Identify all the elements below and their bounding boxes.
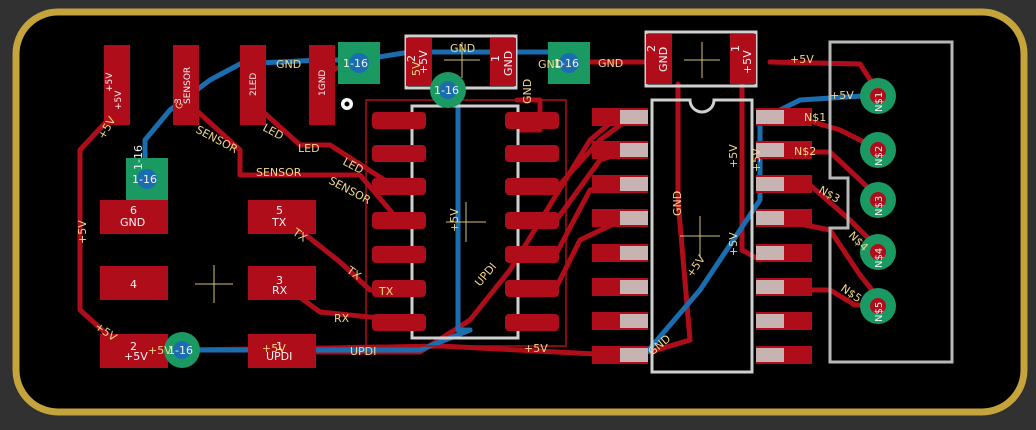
capacitor-pad-2 [646, 34, 672, 84]
pad-header-5 [248, 200, 316, 234]
pad-header-6 [100, 200, 168, 234]
regulator-pad-2-name: +5V [417, 50, 430, 74]
net-label-gnd-mid: GND [521, 79, 534, 104]
header-6-num: 6 [130, 204, 137, 217]
net-label-5v-mid: +5V [448, 208, 461, 232]
right-chip-outline [650, 98, 754, 374]
right-chip [592, 98, 812, 374]
header-5-num: 5 [276, 204, 283, 217]
header-3-name: RX [272, 284, 288, 297]
cap-pad-2-num: 2 [645, 45, 658, 52]
top-connector-pads [104, 45, 335, 125]
via-label-4: 1-16 [434, 84, 459, 97]
header-1-net: +5V [262, 342, 286, 355]
header-pin-4-label: N$4 [874, 248, 885, 268]
net-label-5v-bottom: +5V [524, 342, 548, 355]
via-label-5: 1-16 [168, 344, 193, 357]
capacitor [644, 30, 758, 88]
top-pad-sensor-label: SENSOR [183, 67, 193, 104]
net-label-gnd-reg: GND [450, 42, 475, 55]
header-pin-2-label: N$2 [874, 146, 885, 166]
via-label-3: 1-16 [132, 173, 157, 186]
regulator-pad-1-name: GND [502, 51, 515, 76]
net-label-n1: N$1 [804, 111, 826, 124]
regulator-pad-1-num: 1 [489, 55, 502, 62]
net-label-rx: RX [334, 312, 350, 325]
top-pad-gnd-label: 1GND [318, 70, 328, 96]
capacitor-pad-1 [730, 34, 756, 84]
net-label-sensor-2: SENSOR [256, 166, 302, 179]
net-label-updi-1: UPDI [350, 345, 376, 358]
cap-pad-2-name: GND [657, 47, 670, 72]
net-label-gnd-top: GND [276, 58, 301, 71]
net-label-5v-ic-2: +5V [727, 232, 740, 256]
pad-top-5v [104, 45, 130, 125]
header-3-num: 3 [276, 274, 283, 287]
via-label-7: 1-16 [132, 145, 145, 170]
net-label-5v-ic-right: +5V [750, 148, 763, 172]
via-label-2: 1-16 [554, 57, 579, 70]
pad-header-2 [100, 334, 168, 368]
pad-top-led [240, 45, 266, 125]
mid-chip [365, 99, 567, 347]
top-pad-g-label: G [174, 100, 186, 111]
header-1-num: 1 [276, 340, 283, 353]
net-label-5v-header: +5V [830, 89, 854, 102]
header-4-num: 4 [130, 278, 137, 291]
header-5-name: TX [271, 216, 287, 229]
net-label-5v-ic-1: +5V [727, 144, 740, 168]
trace-bottom-5v-right [637, 92, 881, 363]
pad-header-1 [248, 334, 316, 368]
net-label-n2: N$2 [794, 145, 816, 158]
net-label-gnd-via: GND [538, 58, 563, 71]
top-pad-5v-sub: +5V [105, 72, 115, 92]
top-pad-5v-label: +5V [114, 90, 124, 110]
regulator [404, 34, 518, 90]
mid-chip-courtyard [365, 99, 567, 347]
cap-pad-1-name: +5V [741, 50, 754, 74]
header-2-num: 2 [130, 340, 137, 353]
output-header-outline [828, 40, 954, 364]
pad-top-sensor [173, 45, 199, 125]
net-label-gnd-ic: GND [671, 191, 684, 216]
header-pin-3-label: N$3 [874, 196, 885, 216]
regulator-pad-1 [490, 38, 516, 86]
regulator-pad-2-num: 2 [405, 55, 418, 62]
net-label-5v-cap: +5V [790, 53, 814, 66]
trace-gnd-ic [647, 81, 693, 355]
net-label-gnd-cap: GND [598, 57, 623, 70]
top-pad-sensor-sub: 3 [174, 98, 184, 104]
net-label-led-2: LED [298, 142, 320, 155]
header-6-name: GND [120, 216, 145, 229]
via-label-1: 1-16 [343, 57, 368, 70]
cap-pad-1-num: 1 [729, 45, 742, 52]
pad-top-gnd [309, 45, 335, 125]
regulator-pad-2 [406, 38, 432, 86]
net-label-tx-3: TX [378, 285, 394, 298]
output-header [828, 40, 954, 364]
header-1-name: UPDI [266, 350, 292, 363]
pad-header-4 [100, 266, 168, 300]
header-2-name: +5V [124, 350, 148, 363]
trace-5v-ic [739, 81, 763, 263]
top-pad-led-label: 2LED [249, 73, 259, 96]
header-pin-5-label: N$5 [874, 302, 885, 322]
vias [126, 42, 590, 368]
regulator-pad-2-extra: 5V [410, 61, 423, 76]
pad-header-3 [248, 266, 316, 300]
net-label-5v-left-2: +5V [76, 220, 89, 244]
trace-led [247, 97, 403, 193]
programming-header-pads [100, 200, 316, 368]
via-label-6: +5V [148, 344, 172, 357]
header-pin-1-label: N$1 [874, 92, 885, 112]
